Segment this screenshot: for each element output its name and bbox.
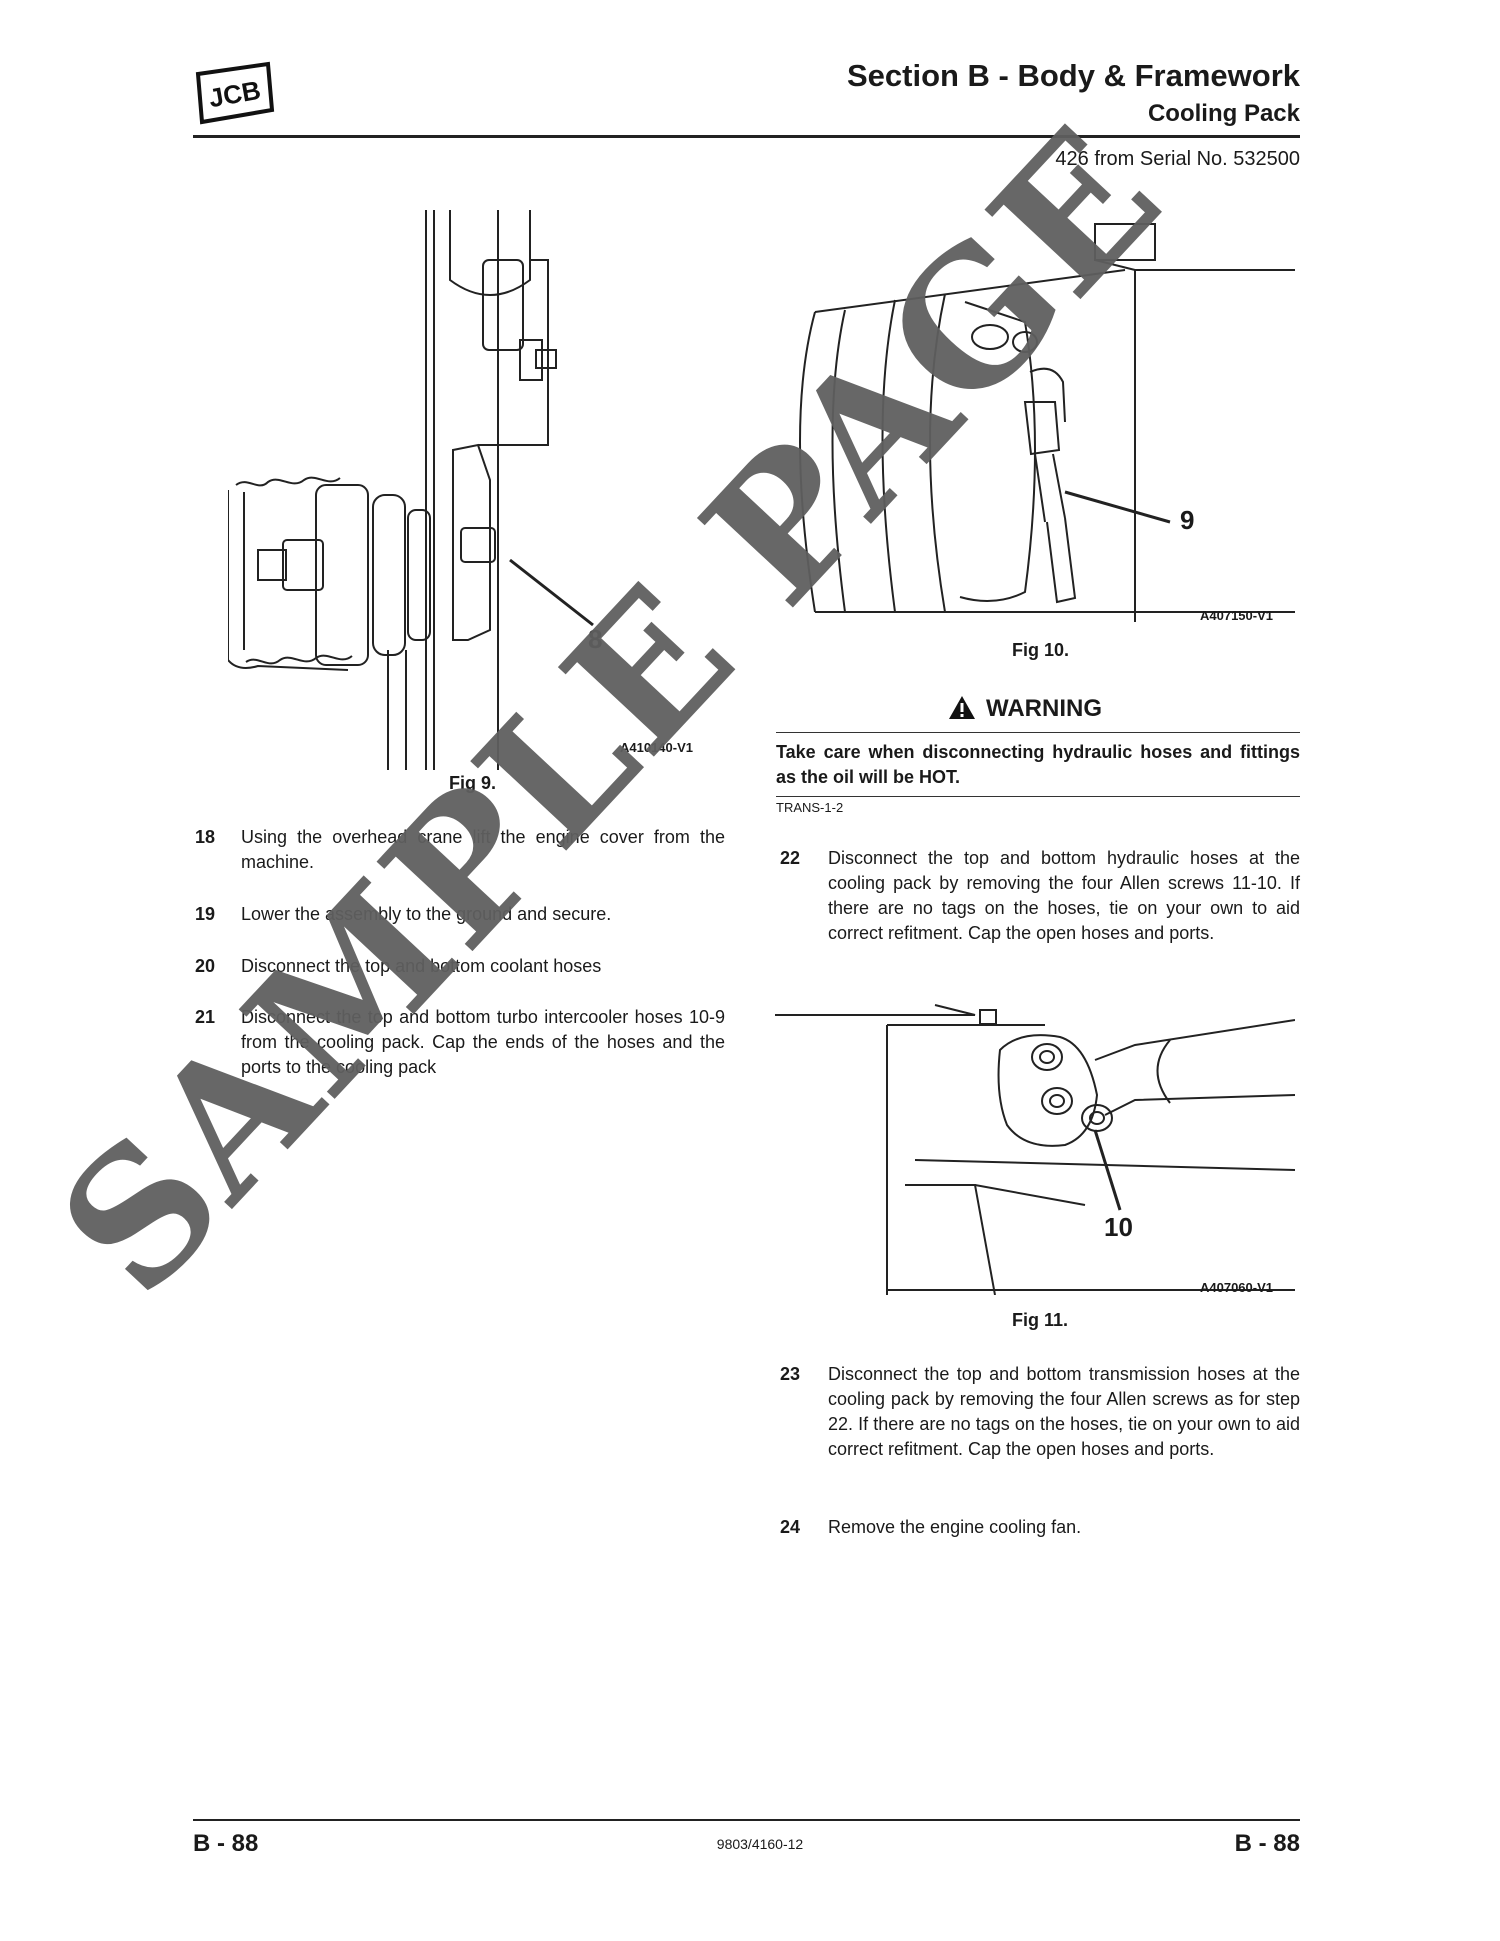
jcb-logo: JCB	[195, 61, 275, 125]
step-text: Disconnect the top and bottom transmissi…	[828, 1364, 1300, 1459]
step-number: 24	[780, 1517, 801, 1537]
warning-code: TRANS-1-2	[776, 800, 844, 815]
figure-9-callout: 8	[588, 624, 603, 654]
figure-10-code: A407150-V1	[1200, 608, 1273, 623]
step-text: Disconnect the top and bottom turbo inte…	[241, 1007, 725, 1077]
figure-11-label: Fig 11.	[1012, 1310, 1069, 1330]
warning-top-rule	[776, 732, 1300, 733]
figure-11-drawing	[775, 1004, 1295, 1295]
step-number: 21	[195, 1007, 216, 1027]
figure-9-code: A410140-V1	[620, 740, 693, 755]
figure-11-code: A407060-V1	[1200, 1280, 1273, 1295]
figure-10-callout: 9	[1180, 505, 1195, 535]
step-text: Using the overhead crane lift the engine…	[241, 827, 725, 872]
section-subtitle: Cooling Pack	[1147, 100, 1300, 127]
step-text: Disconnect the top and bottom coolant ho…	[241, 956, 602, 976]
warning-heading: WARNING	[986, 695, 1102, 723]
footer-divider	[193, 1819, 1300, 1821]
figure-10-drawing	[799, 223, 1295, 622]
figure-11-callout: 10	[1104, 1212, 1133, 1242]
step-text: Disconnect the top and bottom hydraulic …	[828, 848, 1300, 943]
step-number: 19	[195, 904, 216, 924]
section-title: Section B - Body & Framework	[846, 58, 1300, 93]
warning-triangle-icon	[949, 696, 975, 719]
figure-9-label: Fig 9.	[449, 773, 497, 793]
step-number: 22	[780, 848, 801, 868]
document-number: 9803/4160-12	[716, 1836, 804, 1852]
page-number-left: B - 88	[193, 1830, 259, 1857]
step-number: 23	[780, 1364, 801, 1384]
figure-9-drawing	[228, 210, 594, 770]
step-text: Remove the engine cooling fan.	[828, 1517, 1082, 1537]
step-number: 18	[195, 827, 216, 847]
warning-bottom-rule	[776, 796, 1300, 797]
step-text: Lower the assembly to the ground and sec…	[241, 904, 612, 924]
serial-range: 426 from Serial No. 532500	[1055, 148, 1300, 170]
warning-heading-text: WARNING	[986, 695, 1102, 722]
header-divider	[193, 135, 1300, 138]
step-number: 20	[195, 956, 216, 976]
page-number-right: B - 88	[1234, 1830, 1300, 1857]
figure-10-label: Fig 10.	[1012, 640, 1070, 660]
warning-text: Take care when disconnecting hydraulic h…	[776, 742, 1300, 787]
